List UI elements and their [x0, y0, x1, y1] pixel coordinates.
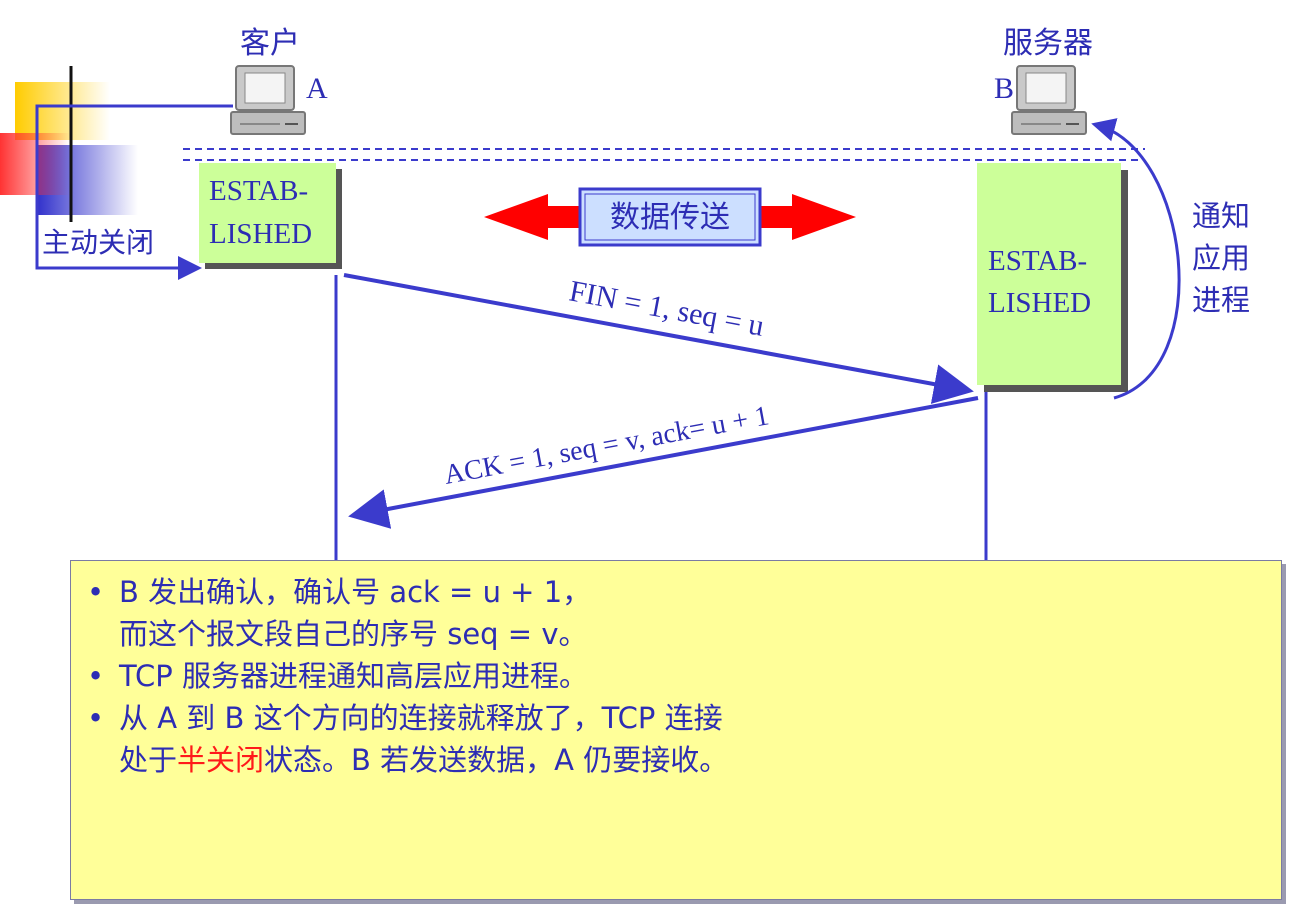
note-b2: TCP 服务器进程通知高层应用进程。: [119, 659, 588, 693]
note-b1-line2: 而这个报文段自己的序号 seq = v。: [119, 617, 588, 651]
bullet-dot: •: [87, 575, 105, 609]
server-computer-icon: [1011, 65, 1087, 135]
data-transfer-arrow: 数据传送: [484, 187, 856, 247]
fin-label: FIN = 1, seq = u: [567, 274, 767, 342]
client-state-box: ESTAB- LISHED: [199, 163, 342, 269]
notify-app-line2: 应用: [1192, 241, 1250, 275]
note-b1-line1: B 发出确认，确认号 ack = u + 1，: [119, 575, 592, 609]
note-b3-post: 状态。B 若发送数据，A 仍要接收。: [264, 743, 729, 777]
client-computer-icon: [230, 65, 306, 135]
server-title: 服务器: [1003, 26, 1093, 61]
client-title: 客户: [240, 26, 300, 61]
notify-app-arrow: [1091, 118, 1181, 400]
active-close-arrow: [35, 104, 233, 280]
notify-app-line1: 通知: [1192, 199, 1250, 233]
note-b3-line2: 处于半关闭状态。B 若发送数据，A 仍要接收。: [87, 739, 1281, 781]
note-b3-pre: 处于: [119, 743, 178, 777]
note-bullet-3: • 从 A 到 B 这个方向的连接就释放了，TCP 连接: [87, 697, 1281, 739]
ack-arrow: [348, 396, 979, 529]
note-bullet-2: • TCP 服务器进程通知高层应用进程。: [87, 655, 1281, 697]
client-state-line2: LISHED: [209, 218, 312, 250]
explanation-note: • B 发出确认，确认号 ack = u + 1， 而这个报文段自己的序号 seq…: [70, 560, 1282, 900]
server-state-box: ESTAB- LISHED: [977, 163, 1128, 392]
note-bullet-1: • B 发出确认，确认号 ack = u + 1，: [87, 571, 1281, 613]
server-state-line2: LISHED: [988, 287, 1091, 319]
note-b3-line1: 从 A 到 B 这个方向的连接就释放了，TCP 连接: [119, 701, 723, 735]
client-state-line1: ESTAB-: [209, 175, 308, 207]
bullet-dot: •: [87, 701, 105, 735]
server-letter: B: [994, 72, 1014, 105]
active-close-label: 主动关闭: [42, 226, 154, 259]
decorative-corner: [0, 66, 138, 222]
half-close-highlight: 半关闭: [177, 743, 265, 777]
data-transfer-label: 数据传送: [610, 200, 730, 235]
fin-arrow: [343, 273, 974, 404]
notify-app-line3: 进程: [1192, 283, 1250, 317]
notify-app-label: 通知 应用 进程: [1192, 199, 1250, 317]
client-letter: A: [306, 72, 328, 105]
server-state-line1: ESTAB-: [988, 245, 1087, 277]
connection-dashes: [183, 148, 1145, 161]
bullet-dot: •: [87, 659, 105, 693]
